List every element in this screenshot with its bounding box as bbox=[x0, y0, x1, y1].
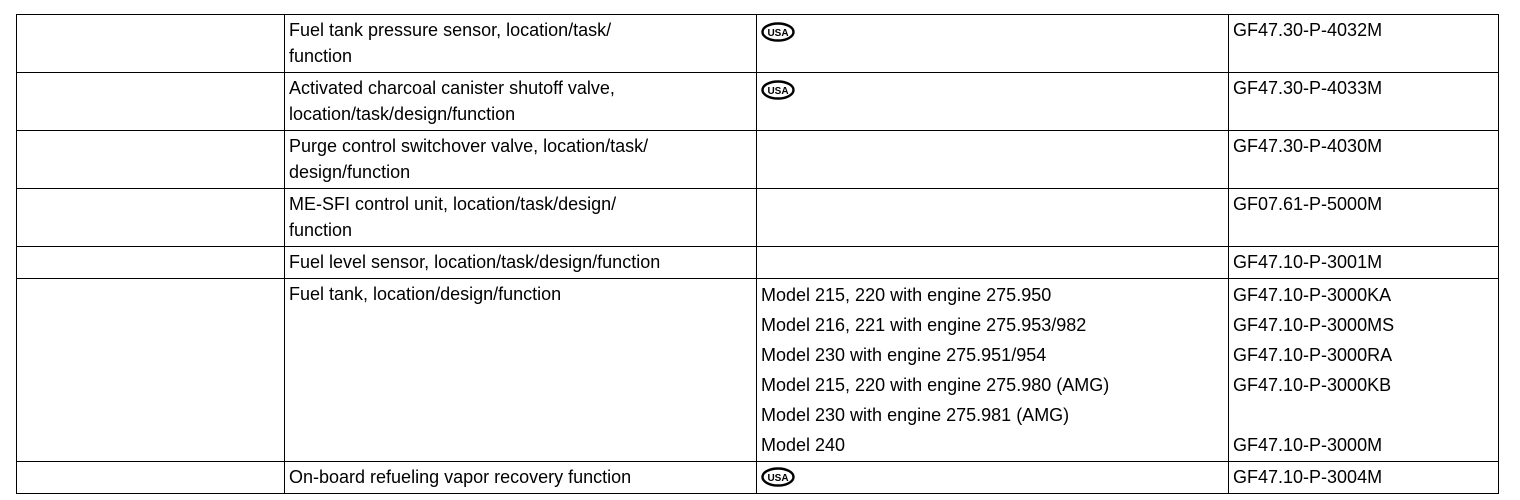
note-cell: USA bbox=[756, 461, 1229, 494]
doc-cell[interactable]: GF47.10-P-3001M bbox=[1228, 246, 1499, 279]
table-row: Purge control switchover valve, location… bbox=[16, 130, 1499, 189]
title-line: Activated charcoal canister shutoff valv… bbox=[289, 78, 615, 98]
title-cell: Fuel tank pressure sensor, location/task… bbox=[284, 14, 757, 73]
table-row: ME-SFI control unit, location/task/desig… bbox=[16, 188, 1499, 247]
empty-cell bbox=[16, 188, 285, 247]
doc-cell[interactable]: GF47.30-P-4030M bbox=[1228, 130, 1499, 189]
variant-doc-link[interactable]: GF47.10-P-3000M bbox=[1233, 435, 1383, 455]
variant-docs-cell: GF47.10-P-3000KA GF47.10-P-3000MS GF47.1… bbox=[1228, 278, 1499, 462]
table-row: Fuel level sensor, location/task/design/… bbox=[16, 246, 1499, 279]
table-row: Fuel tank pressure sensor, location/task… bbox=[16, 14, 1499, 73]
variant-doc-link[interactable]: GF47.10-P-3000KB bbox=[1233, 375, 1392, 395]
doc-cell[interactable]: GF47.30-P-4033M bbox=[1228, 72, 1499, 131]
title-line: function bbox=[289, 220, 353, 240]
title-cell: Activated charcoal canister shutoff valv… bbox=[284, 72, 757, 131]
usa-icon-label: USA bbox=[767, 86, 788, 97]
doc-cell[interactable]: GF47.30-P-4032M bbox=[1228, 14, 1499, 73]
title-cell: Purge control switchover valve, location… bbox=[284, 130, 757, 189]
title-line: ME-SFI control unit, location/task/desig… bbox=[289, 194, 617, 214]
note-cell: USA bbox=[756, 14, 1229, 73]
title-line: design/function bbox=[289, 162, 411, 182]
variant-model: Model 215, 220 with engine 275.980 (AMG) bbox=[761, 375, 1110, 395]
title-line: Fuel tank pressure sensor, location/task… bbox=[289, 20, 612, 40]
variant-model: Model 216, 221 with engine 275.953/982 bbox=[761, 315, 1087, 335]
empty-cell bbox=[16, 461, 285, 494]
title-line: Fuel tank, location/design/function bbox=[289, 284, 562, 304]
model-variants-cell: Model 215, 220 with engine 275.950 Model… bbox=[756, 278, 1229, 462]
variant-doc-link[interactable]: GF47.10-P-3000RA bbox=[1233, 345, 1393, 365]
note-cell bbox=[756, 130, 1229, 189]
variant-doc-link[interactable]: GF47.10-P-3000KA bbox=[1233, 285, 1392, 305]
empty-cell bbox=[16, 246, 285, 279]
empty-cell bbox=[16, 130, 285, 189]
empty-cell bbox=[16, 72, 285, 131]
title-line: On-board refueling vapor recovery functi… bbox=[289, 467, 632, 487]
variant-model: Model 240 bbox=[761, 435, 846, 455]
note-cell bbox=[756, 188, 1229, 247]
variant-model: Model 215, 220 with engine 275.950 bbox=[761, 285, 1052, 305]
doc-cell[interactable]: GF47.10-P-3004M bbox=[1228, 461, 1499, 494]
table-row: Fuel tank, location/design/function Mode… bbox=[16, 278, 1499, 462]
usa-icon-label: USA bbox=[767, 28, 788, 39]
usa-icon: USA bbox=[761, 467, 795, 487]
empty-cell bbox=[16, 14, 285, 73]
title-line: Purge control switchover valve, location… bbox=[289, 136, 649, 156]
title-cell: Fuel level sensor, location/task/design/… bbox=[284, 246, 757, 279]
table-row: Activated charcoal canister shutoff valv… bbox=[16, 72, 1499, 131]
title-cell: On-board refueling vapor recovery functi… bbox=[284, 461, 757, 494]
variant-doc-link bbox=[1233, 401, 1494, 431]
title-cell: Fuel tank, location/design/function bbox=[284, 278, 757, 462]
empty-cell bbox=[16, 278, 285, 462]
title-cell: ME-SFI control unit, location/task/desig… bbox=[284, 188, 757, 247]
variant-doc-link[interactable]: GF47.10-P-3000MS bbox=[1233, 315, 1395, 335]
table-row: On-board refueling vapor recovery functi… bbox=[16, 461, 1499, 494]
variant-model: Model 230 with engine 275.951/954 bbox=[761, 345, 1047, 365]
title-line: location/task/design/function bbox=[289, 104, 516, 124]
variant-model: Model 230 with engine 275.981 (AMG) bbox=[761, 405, 1070, 425]
title-line: function bbox=[289, 46, 353, 66]
usa-icon-label: USA bbox=[767, 473, 788, 484]
title-line: Fuel level sensor, location/task/design/… bbox=[289, 252, 661, 272]
usa-icon: USA bbox=[761, 80, 795, 100]
note-cell: USA bbox=[756, 72, 1229, 131]
usa-icon: USA bbox=[761, 22, 795, 42]
doc-cell[interactable]: GF07.61-P-5000M bbox=[1228, 188, 1499, 247]
document-table: Fuel tank pressure sensor, location/task… bbox=[16, 14, 1499, 494]
note-cell bbox=[756, 246, 1229, 279]
